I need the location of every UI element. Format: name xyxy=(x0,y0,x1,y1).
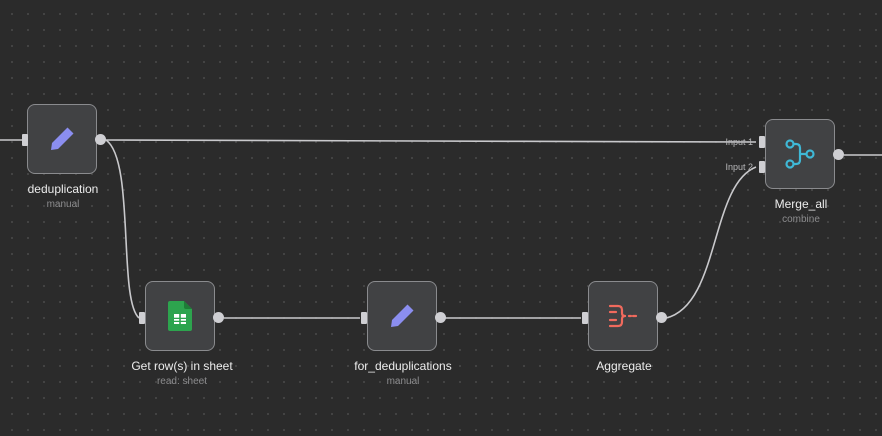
input-port-aggregate[interactable] xyxy=(582,312,588,324)
node-aggregate[interactable] xyxy=(588,281,658,351)
input-port-merge-input2[interactable] xyxy=(759,161,765,173)
node-merge-all[interactable] xyxy=(765,119,835,189)
google-sheets-icon xyxy=(168,301,192,331)
node-title-for-deduplications: for_deduplications xyxy=(354,359,452,373)
pencil-icon xyxy=(391,304,414,327)
node-for-deduplications[interactable] xyxy=(367,281,437,351)
input-port-deduplication[interactable] xyxy=(22,134,28,146)
output-port-for-deduplications[interactable] xyxy=(435,312,446,323)
output-port-deduplication[interactable] xyxy=(95,134,106,145)
node-deduplication[interactable] xyxy=(27,104,97,174)
node-subtitle-get-rows: read: sheet xyxy=(156,376,208,387)
node-title-get-rows: Get row(s) in sheet xyxy=(131,359,233,373)
connection-deduplication-merge-input1[interactable] xyxy=(105,139,757,143)
connection-deduplication-get-rows[interactable] xyxy=(105,139,140,319)
input-port-get-rows[interactable] xyxy=(139,312,145,324)
connection-aggregate-merge-input2[interactable] xyxy=(665,166,757,319)
output-port-get-rows[interactable] xyxy=(213,312,224,323)
input-port-merge-input1[interactable] xyxy=(759,136,765,148)
node-subtitle-merge-all: combine xyxy=(782,214,820,225)
node-subtitle-for-deduplications: manual xyxy=(386,376,420,387)
node-title-aggregate: Aggregate xyxy=(596,359,652,373)
node-subtitle-deduplication: manual xyxy=(46,199,80,210)
output-port-merge-all[interactable] xyxy=(833,149,844,160)
node-title-merge-all: Merge_all xyxy=(774,197,828,211)
node-get-rows-in-sheet[interactable] xyxy=(145,281,215,351)
aggregate-icon xyxy=(608,304,638,328)
merge-input1-label: Input 1 xyxy=(725,137,753,147)
node-title-deduplication: deduplication xyxy=(27,182,99,196)
output-port-aggregate[interactable] xyxy=(656,312,667,323)
merge-input2-label: Input 2 xyxy=(725,162,753,172)
pencil-icon xyxy=(51,127,74,150)
merge-icon xyxy=(785,139,815,169)
input-port-for-deduplications[interactable] xyxy=(361,312,367,324)
